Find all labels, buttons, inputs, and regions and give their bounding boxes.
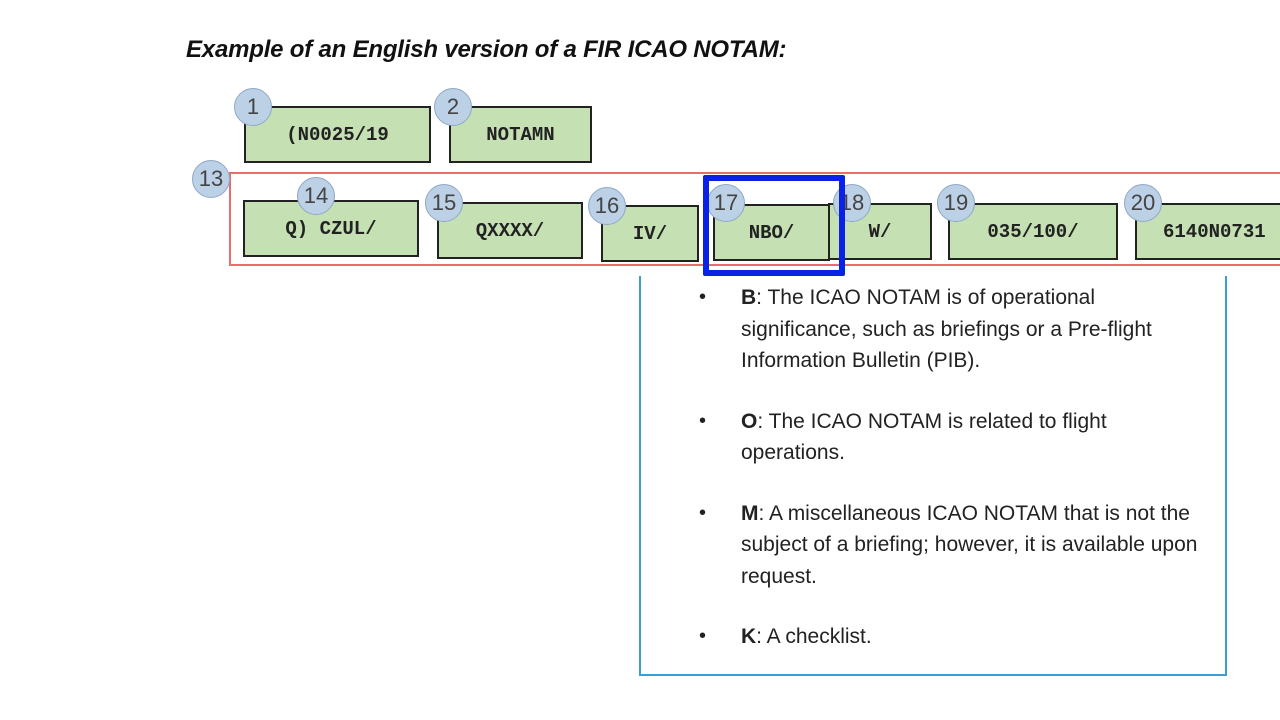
callout-20: 20	[1124, 184, 1162, 222]
bullet-icon: •	[699, 501, 707, 524]
callout-19: 19	[937, 184, 975, 222]
selected-field-highlight	[703, 175, 845, 276]
field-notam-type: NOTAMN	[449, 106, 592, 163]
field-traffic: IV/	[601, 205, 699, 262]
field-qcode: QXXXX/	[437, 202, 583, 259]
purpose-item-m: •M: A miscellaneous ICAO NOTAM that is n…	[641, 498, 1225, 593]
callout-13: 13	[192, 160, 230, 198]
field-limits: 035/100/	[948, 203, 1118, 260]
q-line-frame	[229, 172, 1280, 266]
callout-14: 14	[297, 177, 335, 215]
callout-16: 16	[588, 187, 626, 225]
bullet-icon: •	[699, 625, 707, 647]
page-title: Example of an English version of a FIR I…	[186, 36, 787, 63]
purpose-tooltip-panel: •B: The ICAO NOTAM is of operational sig…	[639, 276, 1227, 676]
purpose-item-k: •K: A checklist.	[641, 621, 1225, 653]
bullet-icon: •	[699, 286, 707, 308]
callout-17: 17	[707, 184, 745, 222]
callout-2: 2	[434, 88, 472, 126]
callout-15: 15	[425, 184, 463, 222]
purpose-item-o: •O: The ICAO NOTAM is related to flight …	[641, 406, 1225, 469]
callout-1: 1	[234, 88, 272, 126]
purpose-item-b: •B: The ICAO NOTAM is of operational sig…	[641, 282, 1225, 377]
field-fir: Q) CZUL/	[243, 200, 419, 257]
bullet-icon: •	[699, 409, 707, 432]
field-notam-number: (N0025/19	[244, 106, 431, 163]
